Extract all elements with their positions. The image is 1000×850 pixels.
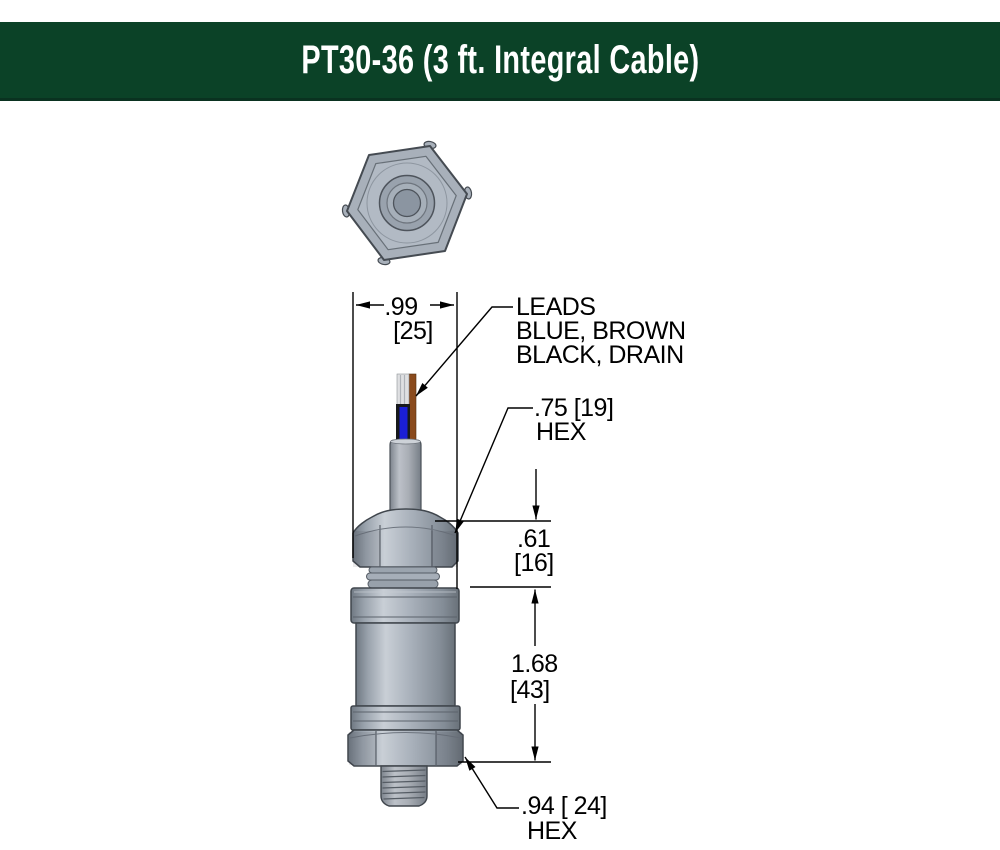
body-lower-ring [350, 705, 461, 731]
width-dimension [352, 292, 458, 589]
lower-hex-nut [347, 729, 464, 767]
gland-threads [366, 566, 440, 589]
stud-thread-lines [382, 769, 426, 800]
lower-hex-dim-value: .94 [ 24] [521, 792, 607, 820]
drain-lead-strands [399, 375, 406, 404]
body-top-ring-grooves [353, 596, 457, 618]
upper-height-dim-value: .61 [517, 525, 550, 553]
upper-hex-shade-left [353, 531, 380, 567]
dimension-annotations [352, 292, 551, 809]
lower-hex-chamfer [349, 732, 462, 739]
upper-hex-leader-line [454, 407, 533, 534]
brown-lead [408, 373, 417, 442]
threaded-stud [380, 765, 428, 807]
upper-height-dim-mm: [16] [514, 549, 554, 577]
dimension-text: .99 [25] LEADS BLUE, BROWN BLACK, DRAIN … [384, 293, 686, 845]
width-dim-mm: [25] [393, 317, 433, 345]
upper-hex-label: HEX [536, 418, 587, 446]
top-view [341, 140, 473, 266]
port-circle-inner [392, 188, 422, 218]
width-dim-value: .99 [384, 293, 417, 321]
cable-sheath [389, 439, 422, 518]
lower-hex-facet-lines [375, 731, 437, 766]
body-height-dim-mm: [43] [510, 676, 550, 704]
leads-leader-line [415, 306, 513, 397]
height-dimension-61 [435, 469, 551, 588]
cable-sheath-top [390, 438, 421, 445]
body-top-ring [350, 587, 460, 624]
upper-hex-chamfer [354, 526, 457, 537]
blue-lead [399, 407, 408, 439]
title-banner: PT30-36 (3 ft. Integral Cable) [0, 22, 1000, 101]
leads-note-line1: LEADS [516, 293, 595, 321]
body-lower-ring-grooves [353, 711, 458, 722]
lower-hex-label: HEX [527, 817, 578, 845]
top-view-dome-circle [366, 162, 448, 244]
page-title: PT30-36 (3 ft. Integral Cable) [300, 37, 700, 82]
leads-note-line3: BLACK, DRAIN [516, 341, 684, 369]
body-cylinder [355, 622, 456, 707]
drain-lead [396, 373, 410, 406]
body-height-dim-value: 1.68 [511, 650, 558, 678]
lower-hex-leader-line [464, 756, 519, 809]
upper-hex-shade-right [431, 531, 458, 567]
lower-hex-shade-left [349, 732, 376, 765]
lower-hex-shade-right [436, 732, 462, 765]
leads-note-line2: BLUE, BROWN [516, 317, 686, 345]
side-view [347, 373, 464, 807]
upper-hex-dim-value: .75 [19] [534, 394, 613, 422]
upper-hex-facet-lines [379, 525, 433, 567]
